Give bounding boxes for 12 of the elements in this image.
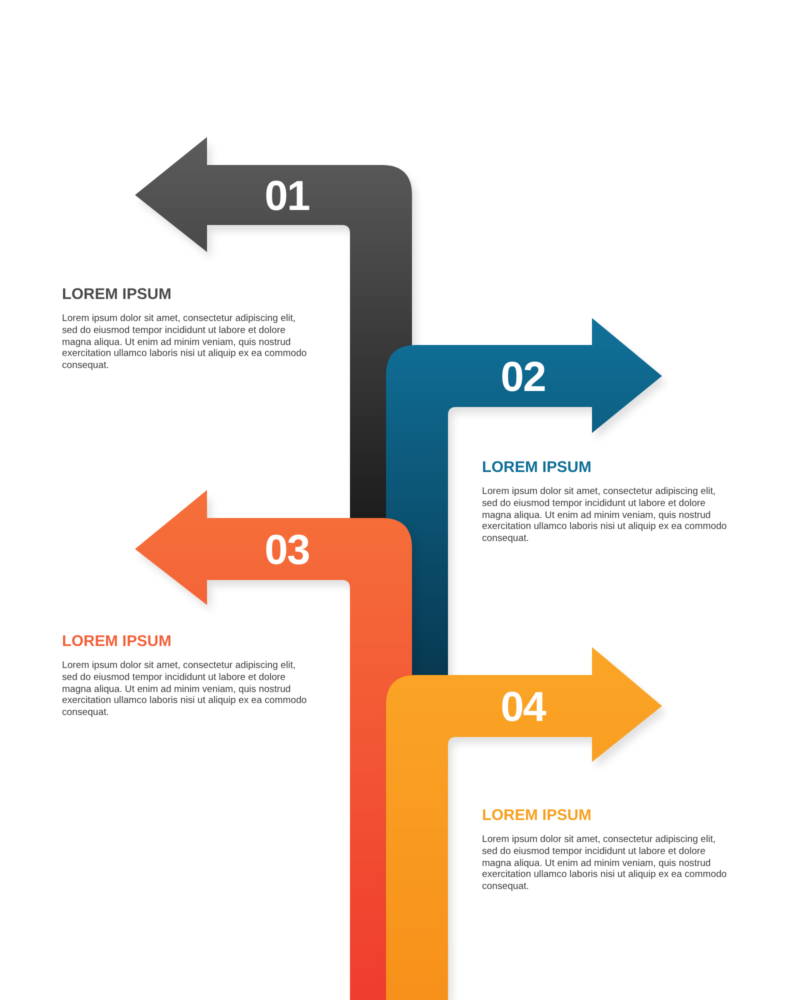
step-number: 02: [500, 356, 546, 398]
step-description: Lorem ipsum dolor sit amet, consectetur adipiscing elit, sed do eiusmod tempor incididunt ut labore et dolore magna aliqua. Ut enim ad minim veniam, quis nostrud exercitation ullamco laboris nisi ut aliquip ex ea commodo consequat.: [482, 834, 728, 893]
step-heading: LOREM IPSUM: [62, 633, 172, 651]
step-description: Lorem ipsum dolor sit amet, consectetur adipiscing elit, sed do eiusmod tempor incididunt ut labore et dolore magna aliqua. Ut enim ad minim veniam, quis nostrud exercitation ullamco laboris nisi ut aliquip ex ea commodo consequat.: [62, 313, 308, 372]
step-number: 04: [500, 686, 546, 728]
step-heading: LOREM IPSUM: [62, 286, 172, 304]
step-heading: LOREM IPSUM: [482, 459, 592, 477]
step-number: 01: [264, 175, 310, 217]
step-number: 03: [264, 529, 310, 571]
step-description: Lorem ipsum dolor sit amet, consectetur adipiscing elit, sed do eiusmod tempor incididunt ut labore et dolore magna aliqua. Ut enim ad minim veniam, quis nostrud exercitation ullamco laboris nisi ut aliquip ex ea commodo consequat.: [62, 660, 308, 719]
step-description: Lorem ipsum dolor sit amet, consectetur adipiscing elit, sed do eiusmod tempor incididunt ut labore et dolore magna aliqua. Ut enim ad minim veniam, quis nostrud exercitation ullamco laboris nisi ut aliquip ex ea commodo consequat.: [482, 486, 728, 545]
step-heading: LOREM IPSUM: [482, 807, 592, 825]
